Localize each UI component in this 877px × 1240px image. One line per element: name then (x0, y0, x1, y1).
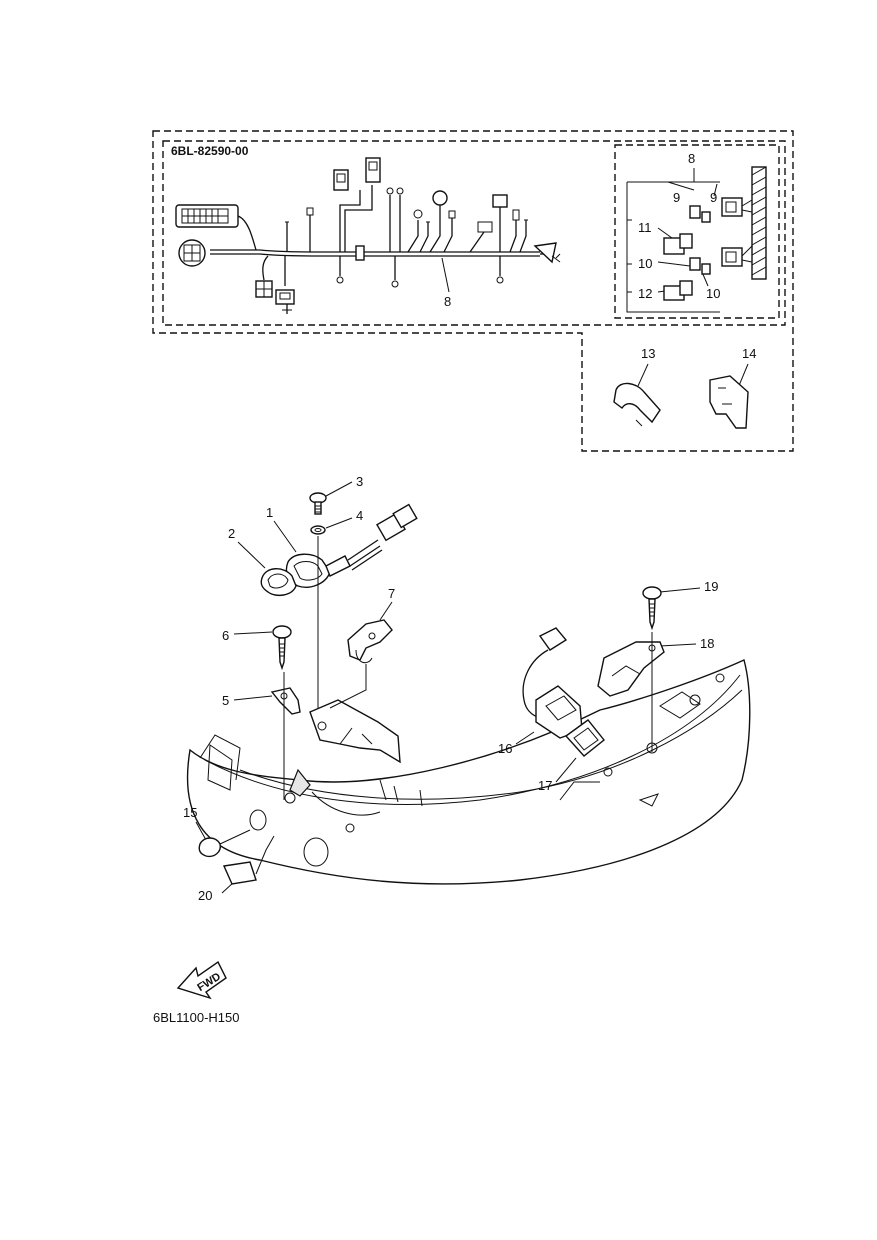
callout-15: 15 (183, 805, 197, 820)
kit-part-code: 6BL-82590-00 (171, 144, 249, 158)
wire-harness (175, 157, 561, 314)
callout-9b: 9 (710, 190, 717, 205)
bracket-5: 5 (222, 687, 401, 764)
callout-11: 11 (638, 220, 652, 235)
bolt-6: 6 (222, 625, 292, 671)
callout-5: 5 (222, 693, 229, 708)
plug-15: 15 (183, 805, 251, 858)
screw-3: 3 (309, 474, 363, 515)
fwd-arrow-icon: FWD (176, 960, 227, 1000)
wire-harness-kit-group: 6BL-82590-00 (152, 130, 794, 452)
gasket-17: 17 (538, 719, 605, 793)
callout-1: 1 (266, 505, 273, 520)
callout-18: 18 (700, 636, 714, 651)
connector-detail-frame (614, 144, 780, 319)
clamp-13: 13 (613, 346, 661, 427)
bolt-19: 19 (642, 579, 718, 631)
bottom-cowling (186, 659, 751, 885)
callout-13: 13 (641, 346, 655, 361)
callout-16: 16 (498, 741, 512, 756)
kit-inner-frame (162, 140, 786, 326)
round-connector-icon (178, 239, 206, 267)
callout-19: 19 (704, 579, 718, 594)
callout-9a: 9 (673, 190, 680, 205)
washer-4: 4 (310, 508, 363, 535)
callout-14: 14 (742, 346, 756, 361)
connector-detail: 8 9 9 11 10 12 10 (626, 151, 767, 313)
callout-10a: 10 (638, 256, 652, 271)
grommet-1: 1 (266, 503, 418, 588)
switch-16: 16 (498, 627, 583, 756)
callout-8-detail: 8 (688, 151, 695, 166)
callout-20: 20 (198, 888, 212, 903)
kit-outer-frame (152, 130, 794, 452)
grommet-2: 2 (228, 526, 297, 597)
callout-6: 6 (222, 628, 229, 643)
callout-17: 17 (538, 778, 552, 793)
callout-10b: 10 (706, 286, 720, 301)
callout-4: 4 (356, 508, 363, 523)
callout-3: 3 (356, 474, 363, 489)
callout-8-harness: 8 (444, 294, 451, 309)
callout-12: 12 (638, 286, 652, 301)
figure-code: 6BL1100-H150 (153, 1010, 240, 1025)
holder-18: 18 (597, 636, 714, 697)
ecu-connector-icon (175, 204, 257, 251)
callout-2: 2 (228, 526, 235, 541)
label-20: 20 (198, 835, 275, 903)
clamp-14: 14 (709, 346, 756, 429)
callout-7: 7 (388, 586, 395, 601)
holder-7: 7 (329, 586, 395, 709)
